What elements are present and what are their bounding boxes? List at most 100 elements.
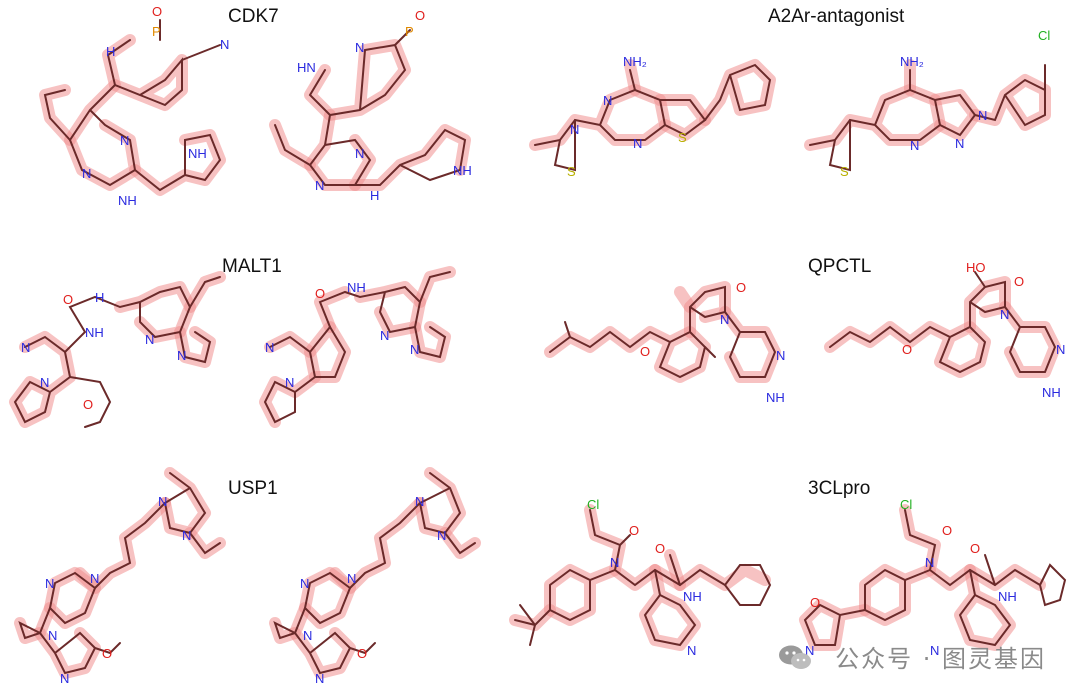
a2ar-molecule-1: NH₂ N N N S S (529, 54, 776, 179)
atom-hn: HN (297, 60, 316, 75)
atom-n: N (355, 40, 364, 55)
panel-title-cdk7: CDK7 (228, 6, 279, 27)
watermark-text: 公众号 · 图灵基因 (835, 645, 1046, 673)
atom-cl: Cl (587, 497, 599, 512)
highlight-region (509, 504, 771, 651)
atom-o: O (629, 523, 639, 538)
atom-ho: HO (966, 260, 986, 275)
a2ar-molecule-2: Cl NH₂ N N N S (804, 28, 1051, 179)
atom-n: N (633, 136, 642, 151)
atom-nh: H (106, 44, 115, 59)
atom-n: N (910, 138, 919, 153)
atom-o: O (315, 286, 325, 301)
cdk7-molecule-2: P O N HN N N H NH (269, 8, 472, 203)
atom-n: N (603, 93, 612, 108)
atom-n: N (315, 178, 324, 193)
atom-s: S (567, 164, 576, 179)
atom-nh: NH (347, 280, 366, 295)
atom-n: N (930, 643, 939, 658)
atom-o: O (152, 4, 162, 19)
malt1-molecule-1: O NH H N N N N O (9, 271, 226, 428)
atom-o: O (640, 344, 650, 359)
atom-n: N (177, 348, 186, 363)
atom-n: N (120, 133, 129, 148)
highlight-region (804, 59, 1051, 151)
atom-n: N (90, 571, 99, 586)
atom-n: N (300, 576, 309, 591)
atom-p: P (152, 24, 161, 39)
atom-nh: NH (453, 163, 472, 178)
atom-nh: NH (188, 146, 207, 161)
panel-title-malt1: MALT1 (222, 256, 282, 277)
atom-nh: NH (85, 325, 104, 340)
atom-n: N (776, 348, 785, 363)
wechat-icon (779, 645, 811, 669)
atom-n: N (303, 628, 312, 643)
atom-h: H (95, 290, 104, 305)
atom-n: N (570, 122, 579, 137)
atom-n: N (315, 671, 324, 686)
atom-n: N (285, 375, 294, 390)
atom-n: N (380, 328, 389, 343)
atom-nh: NH (1042, 385, 1061, 400)
atom-n: N (40, 375, 49, 390)
panel-title-usp1: USP1 (228, 478, 278, 499)
atom-o: O (736, 280, 746, 295)
atom-o: O (655, 541, 665, 556)
atom-cl: Cl (900, 497, 912, 512)
usp1-molecule-1: N N N N N N O (14, 467, 226, 686)
atom-nh: NH (998, 589, 1017, 604)
atom-n: N (48, 628, 57, 643)
atom-nh: NH (683, 589, 702, 604)
atom-n: N (182, 528, 191, 543)
atom-o: O (102, 646, 112, 661)
atom-n: N (978, 108, 987, 123)
highlight-region (9, 271, 226, 428)
highlight-region (39, 34, 226, 196)
panel-title-qpctl: QPCTL (808, 256, 872, 277)
panel-title-a2ar: A2Ar-antagonist (768, 6, 905, 27)
atom-n: N (265, 340, 274, 355)
atom-cl: Cl (1038, 28, 1050, 43)
3clpro-molecule-2: Cl O O O N N NH N (799, 497, 1067, 658)
atom-o: O (1014, 274, 1024, 289)
atom-n: N (145, 332, 154, 347)
atom-n: N (805, 643, 814, 658)
atom-s: S (840, 164, 849, 179)
atom-n: N (415, 494, 424, 509)
atom-n: N (355, 146, 364, 161)
atom-p: P (405, 24, 414, 39)
atom-n: N (925, 555, 934, 570)
atom-nh: NH (118, 193, 137, 208)
atom-n: N (410, 342, 419, 357)
qpctl-molecule-2: HO O O N N NH (824, 260, 1065, 400)
atom-n: N (955, 136, 964, 151)
atom-n: N (45, 576, 54, 591)
atom-o: O (357, 646, 367, 661)
atom-h: H (370, 188, 379, 203)
atom-n: N (1056, 342, 1065, 357)
panel-title-3clpro: 3CLpro (808, 478, 871, 499)
atom-n: N (437, 528, 446, 543)
atom-n: N (687, 643, 696, 658)
usp1-molecule-2: N N N N N N O (269, 467, 481, 686)
atom-o: O (415, 8, 425, 23)
atom-n: N (220, 37, 229, 52)
atom-nh2: NH₂ (900, 54, 924, 69)
atom-n: N (720, 312, 729, 327)
atom-n: N (21, 340, 30, 355)
atom-n: N (347, 571, 356, 586)
atom-nh2: NH₂ (623, 54, 647, 69)
atom-o: O (810, 595, 820, 610)
atom-n: N (158, 494, 167, 509)
malt1-molecule-2: O NH N N N N (259, 266, 456, 428)
atom-s: S (678, 130, 687, 145)
atom-o: O (970, 541, 980, 556)
qpctl-molecule-1: O O N N NH (544, 280, 785, 405)
atom-nh: NH (766, 390, 785, 405)
cdk7-molecule-1: P O N H N N NH NH (39, 4, 229, 208)
atom-o: O (942, 523, 952, 538)
atom-n: N (610, 555, 619, 570)
atom-n: N (82, 166, 91, 181)
atom-o: O (902, 342, 912, 357)
